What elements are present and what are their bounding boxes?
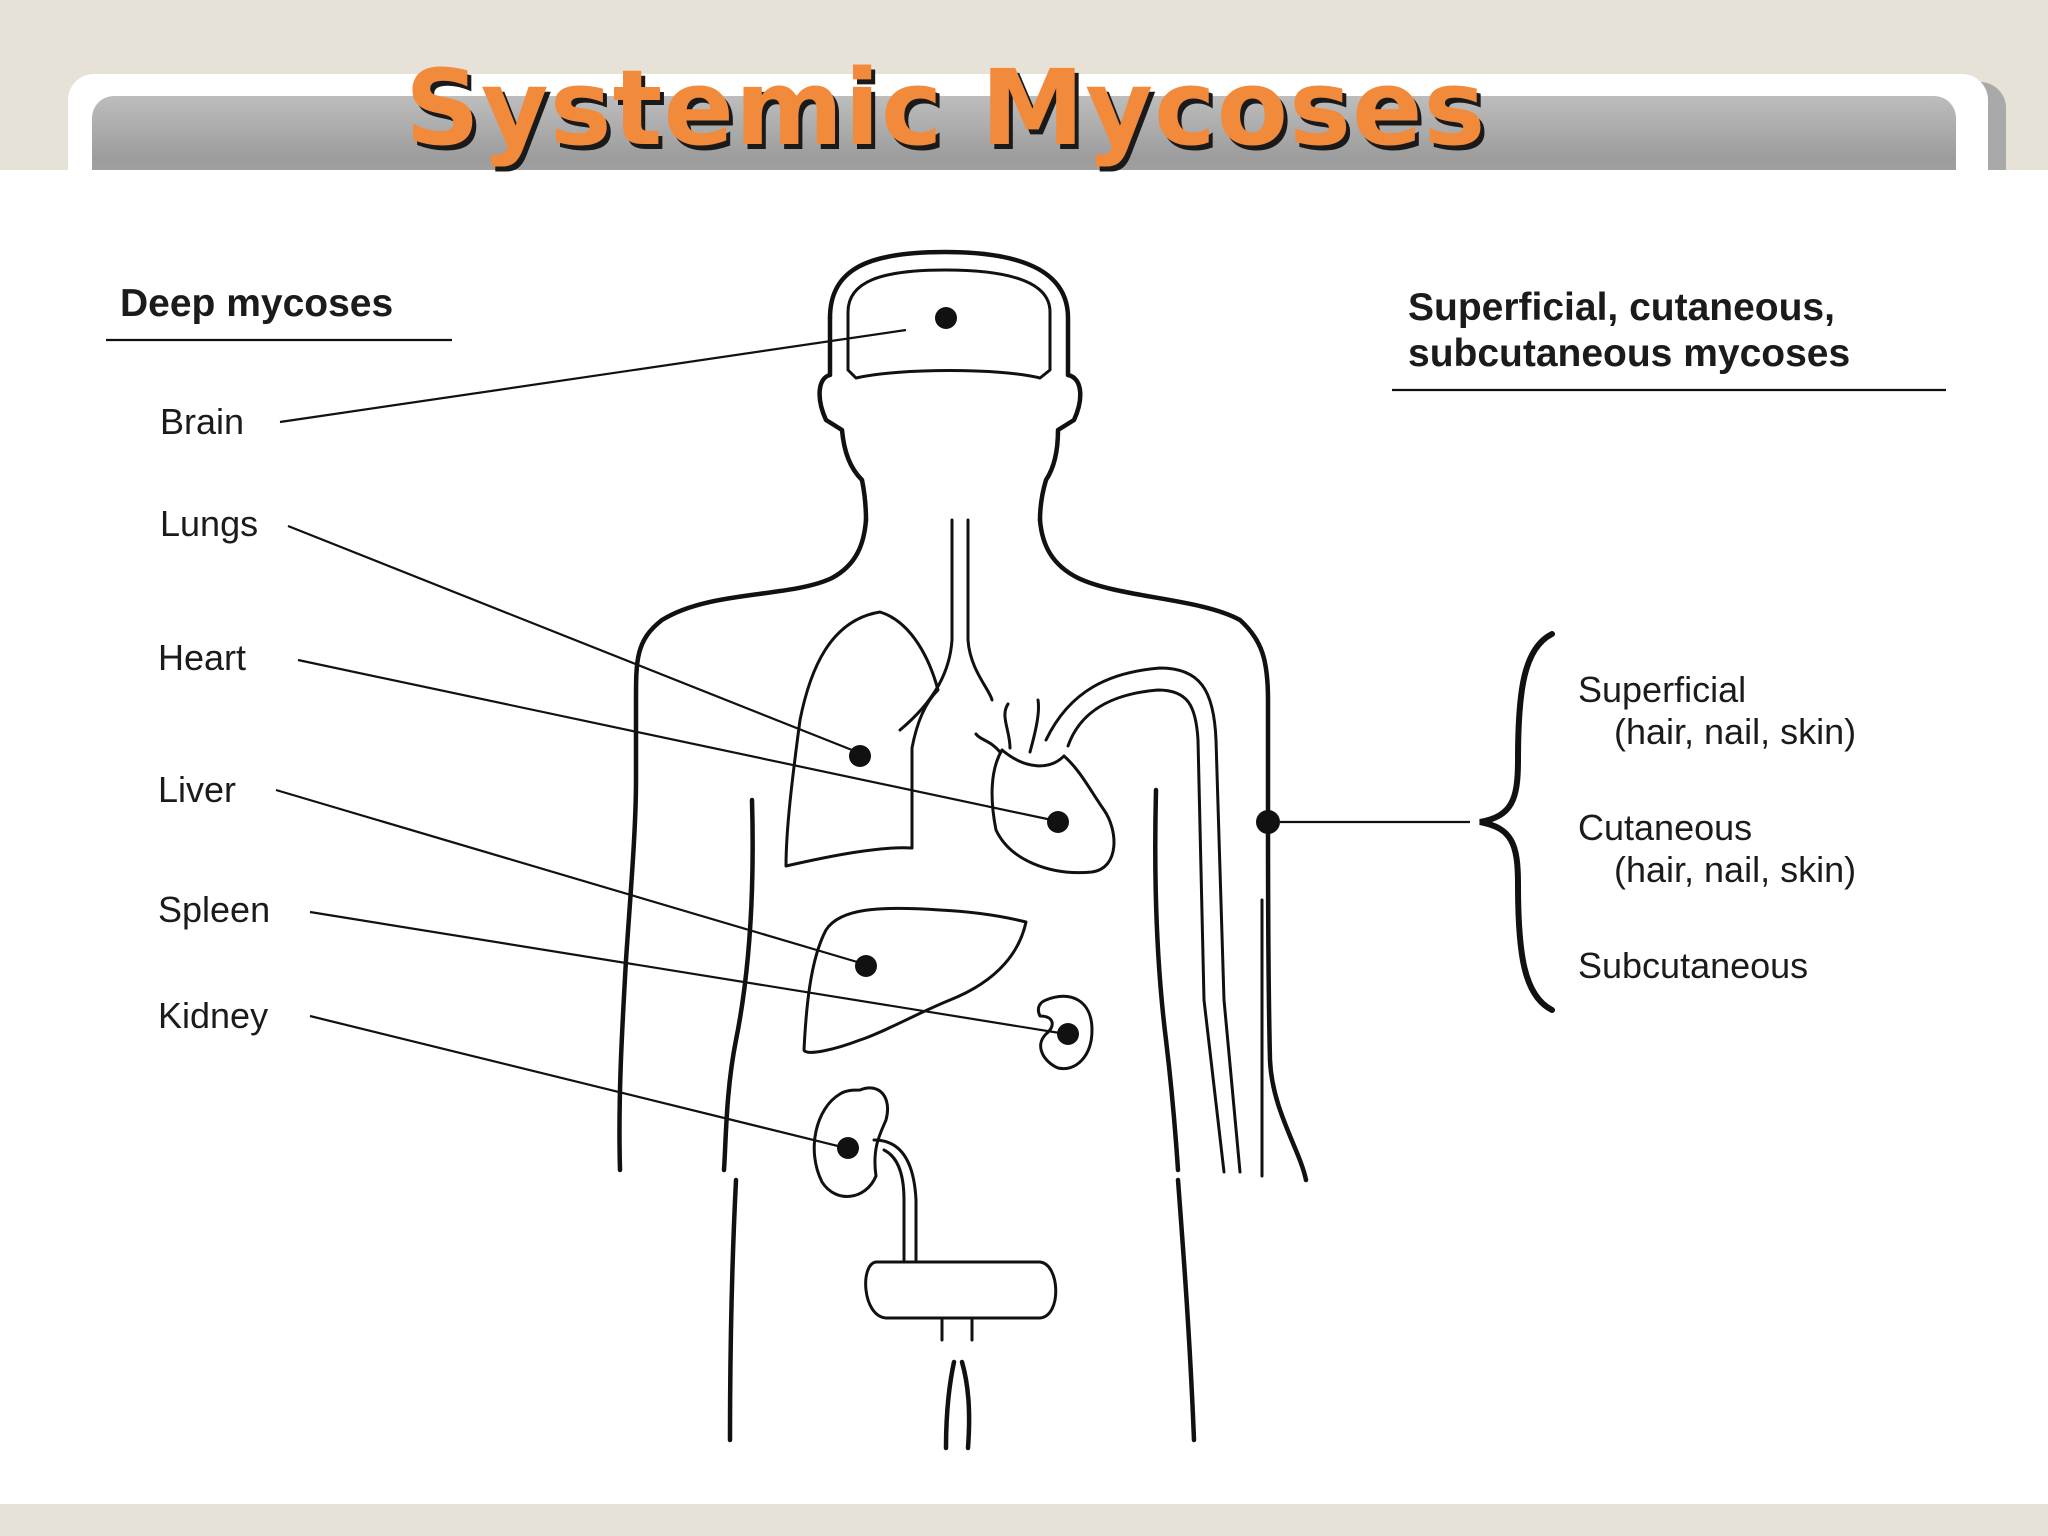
label-liver: Liver [158,769,236,810]
label-kidney: Kidney [158,995,268,1036]
leader-spleen [309,910,1067,1036]
type-superficial: Superficial [1578,669,1746,710]
ureter [872,1138,918,1262]
label-brain: Brain [160,401,244,442]
label-heart: Heart [158,637,246,678]
leader-heart [297,658,1053,822]
type-subcutaneous: Subcutaneous [1578,945,1808,986]
bladder [864,1260,1058,1320]
liver [802,906,1028,1054]
leader-liver [275,788,865,966]
label-lungs: Lungs [160,503,258,544]
leader-brain [279,328,907,424]
superficial-header-line1: Superficial, cutaneous, [1408,286,1835,329]
type-cutaneous: Cutaneous [1578,807,1752,848]
kidney [812,1086,889,1198]
slide-content [0,170,2048,1504]
dot-kidney [837,1137,859,1159]
slide-title: Systemic Mycoses [405,47,1487,169]
bottom-band [0,1504,2048,1536]
lung [784,610,940,868]
dot-heart [1047,811,1069,833]
spleen [1036,994,1094,1071]
type-superficial-detail: (hair, nail, skin) [1614,711,1856,752]
deep-mycoses-header: Deep mycoses [120,282,393,325]
dot-liver [855,955,877,977]
aorta [1044,666,1242,1174]
heart [990,748,1116,875]
dot-superficial-site [1256,810,1280,834]
label-spleen: Spleen [158,889,270,930]
heart-vessels [974,698,1040,754]
curly-brace [1479,631,1555,1013]
superficial-header-line2: subcutaneous mycoses [1408,332,1850,375]
dot-lungs [849,745,871,767]
dot-spleen [1057,1023,1079,1045]
type-cutaneous-detail: (hair, nail, skin) [1614,849,1856,890]
urethra [940,1318,974,1342]
dot-brain [935,307,957,329]
leader-kidney [309,1014,847,1150]
trachea [898,518,994,732]
body-outline [617,249,1309,1451]
leader-lungs [287,524,853,752]
